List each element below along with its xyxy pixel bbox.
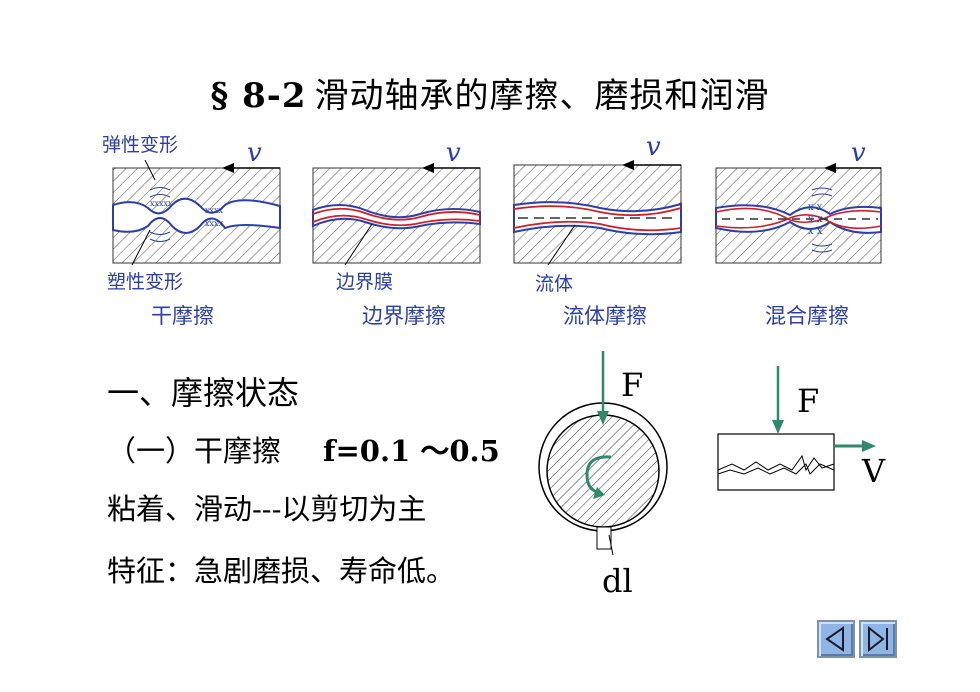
bearing-diagram	[538, 351, 668, 556]
caption-fluid-friction: 流体摩擦	[563, 304, 647, 328]
velocity-label-2: v	[446, 138, 461, 168]
caption-boundary-friction: 边界摩擦	[362, 304, 446, 328]
next-slide-button[interactable]	[859, 620, 897, 658]
subsection-line: （一）干摩擦 f=0.1 ～0.5	[107, 428, 500, 470]
label-plastic-deformation: 塑性变形	[107, 271, 184, 293]
section-heading: 一、摩擦状态	[107, 374, 300, 412]
subsection-title: （一）干摩擦	[107, 434, 282, 468]
bearing-dl-label: dl	[602, 562, 633, 600]
caption-mixed-friction: 混合摩擦	[765, 304, 849, 328]
panel-mixed-friction: x x x x x x	[715, 163, 882, 264]
label-boundary-film: 边界膜	[336, 271, 394, 293]
section-number: § 8-2	[210, 76, 307, 116]
velocity-label-1: v	[247, 138, 262, 168]
sliding-block-diagram	[717, 366, 876, 491]
body-line-2: 特征：急剧磨损、寿命低。	[107, 554, 456, 588]
panel-dry-friction: xxxxx xxxx xxxx	[112, 159, 281, 266]
label-elastic-deformation: 弹性变形	[102, 134, 179, 156]
triangle-right-end-icon	[868, 625, 888, 653]
svg-text:x x: x x	[808, 214, 823, 225]
bearing-force-label: F	[621, 366, 644, 404]
panel-boundary-friction	[312, 163, 481, 266]
friction-diagrams: xxxxx xxxx xxxx x x x x	[112, 159, 882, 266]
svg-text:x x: x x	[808, 226, 823, 237]
label-fluid: 流体	[535, 273, 574, 295]
body-line-1: 粘着、滑动---以剪切为主	[107, 492, 427, 526]
block-velocity-label: V	[862, 452, 886, 490]
block-force-label: F	[797, 382, 820, 420]
svg-text:xxxxx: xxxxx	[150, 199, 173, 208]
caption-dry-friction: 干摩擦	[151, 304, 214, 328]
svg-text:xxxx: xxxx	[205, 206, 224, 215]
velocity-label-3: v	[646, 132, 661, 162]
friction-coefficient: f=0.1 ～0.5	[323, 434, 500, 468]
triangle-left-icon	[825, 626, 844, 652]
svg-text:x x: x x	[808, 202, 823, 213]
panel-fluid-friction	[513, 160, 682, 266]
svg-text:xxxx: xxxx	[205, 219, 224, 228]
velocity-label-4: v	[851, 138, 866, 168]
title-text: 滑动轴承的摩擦、磨损和润滑	[314, 76, 770, 116]
prev-slide-button[interactable]	[817, 620, 855, 658]
